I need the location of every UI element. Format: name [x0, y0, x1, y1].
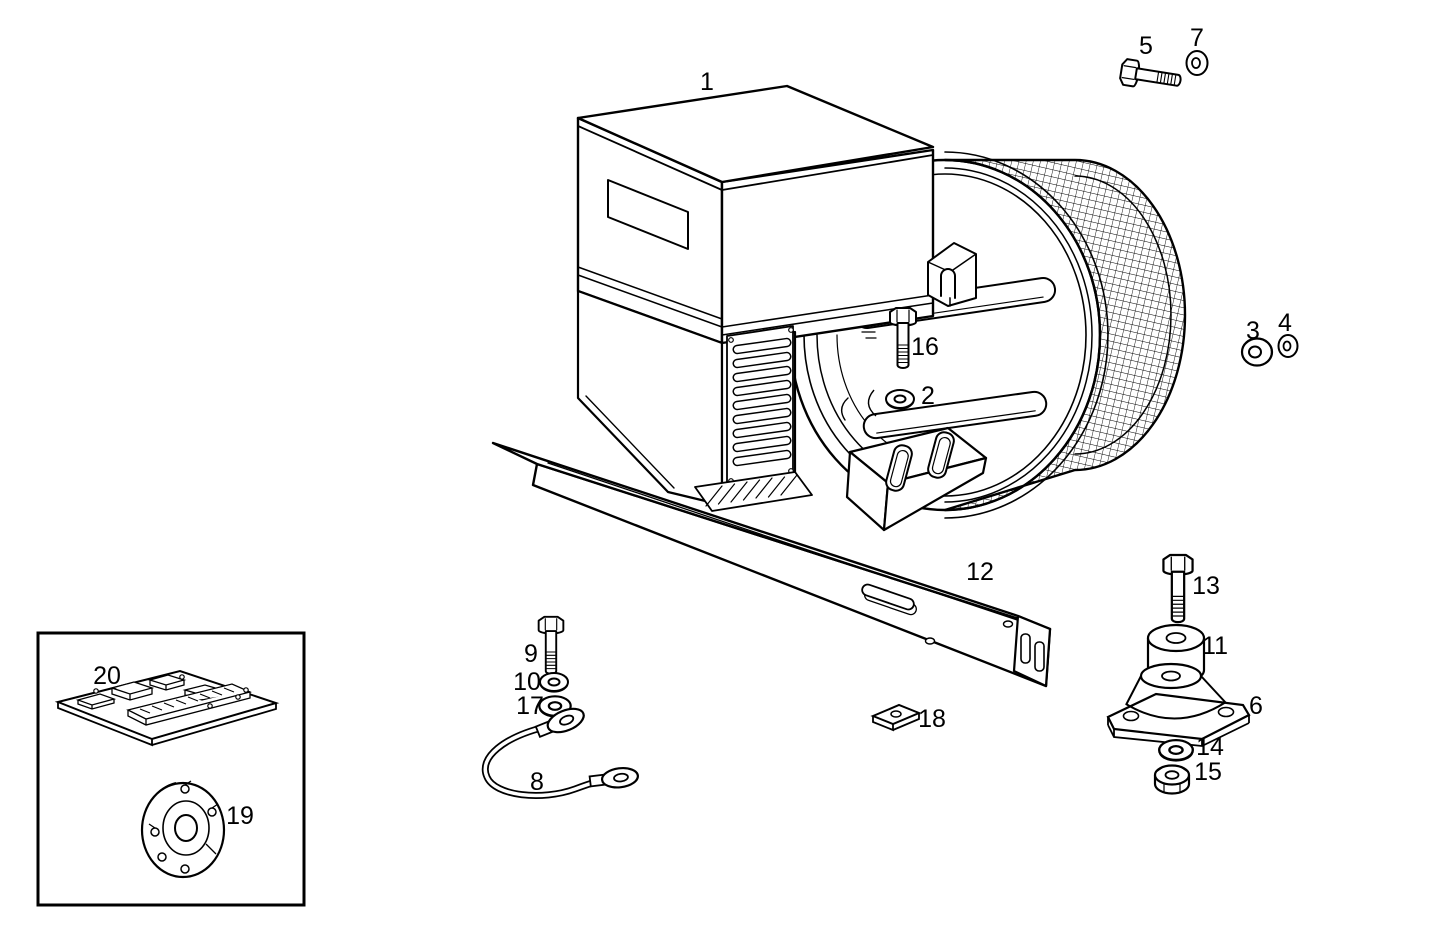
part-18-plate — [870, 703, 922, 732]
callout-2: 2 — [921, 382, 935, 410]
callout-19: 19 — [226, 802, 254, 830]
rail-slot — [861, 583, 917, 616]
part-4-washer — [1277, 334, 1299, 358]
callout-3: 3 — [1246, 317, 1260, 345]
callout-13: 13 — [1192, 572, 1220, 600]
callout-11: 11 — [1202, 632, 1228, 660]
callout-6: 6 — [1249, 692, 1263, 720]
inset-box — [36, 631, 306, 907]
callout-10: 10 — [513, 668, 541, 696]
rail-end-profile — [1012, 614, 1052, 688]
rail-hole — [924, 637, 936, 645]
part-9-bolt — [537, 615, 565, 675]
callout-1: 1 — [700, 68, 714, 96]
part-8-ground-strap — [481, 707, 639, 799]
housing-front — [576, 242, 977, 512]
callout-4: 4 — [1278, 309, 1292, 337]
part-10-washer — [539, 672, 569, 693]
part-5-bolt — [1118, 57, 1184, 95]
callout-17: 17 — [516, 692, 544, 720]
terminal-box — [576, 84, 935, 350]
foot-bracket — [845, 426, 988, 532]
callout-7: 7 — [1190, 24, 1204, 52]
callouts: 1 2 3 4 5 6 7 8 9 10 11 12 13 14 15 16 1… — [93, 24, 1292, 830]
lifting-bracket — [927, 242, 977, 307]
bottom-vent — [694, 471, 813, 512]
callout-15: 15 — [1194, 758, 1222, 786]
nameplate — [607, 179, 689, 250]
part-15-nut — [1153, 764, 1191, 795]
part-2-washer — [867, 389, 915, 417]
callout-9: 9 — [524, 640, 538, 668]
part-7-washer — [1185, 50, 1209, 76]
callout-20: 20 — [93, 662, 121, 690]
part-6-vibration-mount — [1106, 662, 1251, 747]
callout-16: 16 — [911, 333, 939, 361]
callout-5: 5 — [1139, 32, 1153, 60]
part-1-generator-assembly — [576, 84, 1187, 532]
part-12-base-rail — [491, 441, 1052, 688]
rail-hole — [1002, 620, 1014, 628]
part-3-nut — [1240, 337, 1274, 367]
part-14-washer — [1157, 738, 1195, 763]
callout-18: 18 — [918, 705, 946, 733]
callout-14: 14 — [1196, 733, 1224, 761]
louver-panel — [726, 325, 794, 487]
part-20-pcb — [54, 669, 280, 747]
part-19-disc — [140, 780, 226, 879]
callout-8: 8 — [530, 768, 544, 796]
part-13-bolt — [1162, 553, 1194, 624]
callout-12: 12 — [966, 558, 994, 586]
